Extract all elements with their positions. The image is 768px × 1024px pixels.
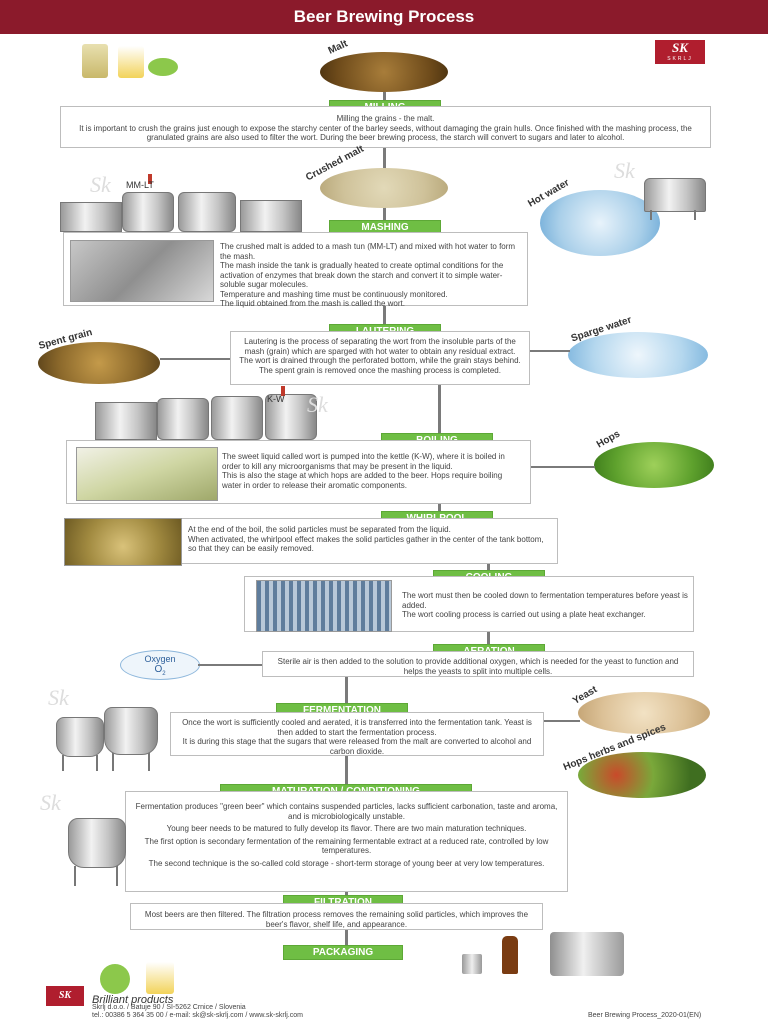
mashing-description: The crushed malt is added to a mash tun …	[218, 240, 518, 308]
boiling-description: The sweet liquid called wort is pumped i…	[220, 450, 525, 498]
footer-doc-id: Beer Brewing Process_2020-01(EN)	[588, 1012, 702, 1019]
k-w-label: K-W	[267, 394, 285, 404]
malt-image	[320, 52, 448, 92]
malt-label: Malt	[326, 38, 350, 57]
heat-exchanger-image	[256, 580, 392, 632]
page-header: Beer Brewing Process	[0, 0, 768, 34]
mm-lt-equipment-image: Sk MM-LT	[60, 172, 310, 232]
footer-tagline: Brilliant products	[92, 994, 174, 1006]
yeast-image	[578, 692, 710, 734]
milling-description: Milling the grains - the malt. It is imp…	[60, 106, 711, 148]
boiling-kettle-image	[76, 447, 218, 501]
page-title: Beer Brewing Process	[293, 7, 475, 26]
fermentation-tanks-image: Sk	[48, 685, 172, 773]
whirlpool-image	[64, 518, 182, 566]
sparge-water-image	[568, 332, 708, 378]
oxygen-label: Oxygen	[144, 654, 176, 664]
mash-tank-image	[70, 240, 214, 302]
beer-glasses-image	[72, 42, 182, 80]
filtration-description: Most beers are then filtered. The filtra…	[130, 903, 543, 930]
logo-subtext: SKRLJ	[667, 56, 693, 62]
k-w-equipment-image: Sk K-W	[95, 386, 345, 440]
cooling-description: The wort must then be cooled down to fer…	[400, 590, 690, 626]
packaging-image	[458, 930, 633, 976]
mm-lt-label: MM-LT	[126, 180, 154, 190]
footer-address: Skrlj d.o.o. / Batuje 90 / SI-5262 Crnic…	[92, 1004, 246, 1011]
lautering-description: Lautering is the process of separating t…	[230, 331, 530, 385]
logo-mark: SK	[672, 40, 688, 55]
step-packaging-title: PACKAGING	[283, 945, 403, 960]
footer-contact: tel.: 00386 5 364 35 00 / e-mail: sk@sk-…	[92, 1012, 303, 1019]
hot-water-tank-image: Sk	[614, 158, 710, 220]
footer-beer-image	[96, 958, 196, 996]
maturation-tank-image: Sk	[40, 790, 130, 890]
hops-herbs-image	[578, 752, 706, 798]
aeration-description: Sterile air is then added to the solutio…	[262, 651, 694, 677]
company-logo: SK SKRLJ	[655, 40, 705, 64]
o2-formula: O2	[154, 664, 166, 678]
hops-image	[594, 442, 714, 488]
fermentation-description: Once the wort is sufficiently cooled and…	[170, 712, 544, 756]
oxygen-bubble: Oxygen O2	[120, 650, 200, 680]
hot-water-image	[540, 190, 660, 256]
spent-grain-image	[38, 342, 160, 384]
maturation-description: Fermentation produces "green beer" which…	[125, 791, 568, 892]
whirlpool-description: At the end of the boil, the solid partic…	[186, 524, 552, 560]
footer-logo: SK	[46, 986, 84, 1006]
crushed-malt-image	[320, 168, 448, 208]
